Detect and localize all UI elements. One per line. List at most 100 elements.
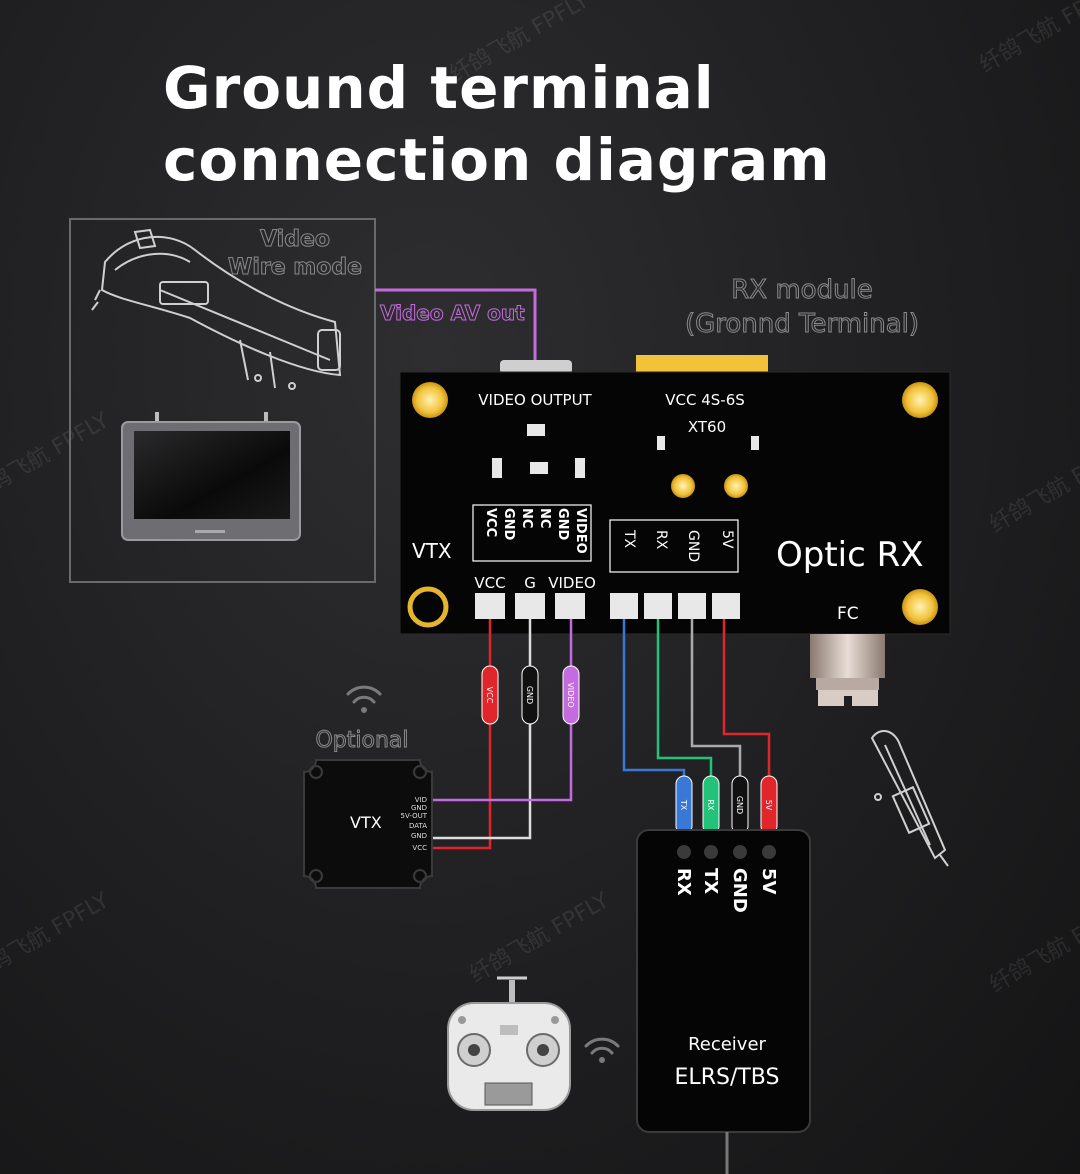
vtx-port-labels: VCC G VIDEO bbox=[474, 574, 595, 592]
vtx-header-pin-label: NC bbox=[519, 508, 534, 528]
fc-label: FC bbox=[837, 604, 859, 624]
vtx-gnd-port bbox=[515, 593, 545, 619]
vtx-module-pin-label: VID bbox=[415, 796, 427, 804]
xt60-pad bbox=[671, 474, 695, 498]
vtx-module-pin-label: GND bbox=[411, 804, 427, 812]
fc-header-pin-label: 5V bbox=[719, 530, 735, 549]
rx-wire-tag-label: GND bbox=[735, 796, 744, 814]
xt60-pad bbox=[724, 474, 748, 498]
fiber-plug-icon bbox=[870, 729, 949, 867]
receiver-pin-label: 5V bbox=[758, 868, 779, 895]
video-av-out-wire bbox=[375, 288, 537, 370]
smd-component bbox=[751, 436, 759, 450]
radio-transmitter-icon bbox=[447, 976, 571, 1111]
vtx-header-pin-label: GND bbox=[501, 508, 516, 541]
goggles-icon bbox=[91, 228, 342, 390]
rx-wire-tag-label: TX bbox=[679, 799, 688, 811]
fc-rx-port bbox=[644, 593, 672, 619]
fiber-connector-icon bbox=[810, 634, 885, 706]
goggles-panel: Video Wire mode bbox=[69, 218, 376, 583]
smd-component bbox=[492, 458, 502, 478]
mount-hole bbox=[902, 382, 938, 418]
rx-wire-tag-label: 5V bbox=[764, 800, 773, 811]
receiver-pin-pad bbox=[677, 845, 691, 859]
fc-5v-port bbox=[712, 593, 740, 619]
receiver-label-1: Receiver bbox=[688, 1034, 766, 1055]
video-mode-line-2: Wire mode bbox=[228, 255, 362, 280]
fc-tx-port bbox=[610, 593, 638, 619]
mount-hole bbox=[412, 382, 448, 418]
receiver-pin-pad bbox=[704, 845, 718, 859]
rx-module-label-2: (Gronnd Terminal) bbox=[685, 309, 919, 339]
vtx-port-label: VCC bbox=[474, 574, 505, 592]
optional-label: Optional bbox=[315, 728, 408, 753]
title-line-2: connection diagram bbox=[163, 126, 831, 194]
rx-wire-tags: TX RX GND 5V bbox=[675, 775, 778, 835]
video-av-out-label: Video AV out bbox=[380, 301, 525, 325]
mount-hole bbox=[407, 586, 449, 628]
fc-gnd-port bbox=[678, 593, 706, 619]
vtx-wires bbox=[410, 619, 573, 850]
vtx-video-port bbox=[555, 593, 585, 619]
vtx-wire-tag-label: VIDEO bbox=[566, 682, 575, 707]
monitor-icon bbox=[121, 412, 301, 541]
vtx-header-pin-label: GND bbox=[555, 508, 570, 541]
fc-header-box bbox=[609, 519, 739, 573]
video-mode-line-1: Video bbox=[260, 227, 330, 252]
wifi-icon bbox=[584, 1037, 620, 1063]
page-title: Ground terminal connection diagram bbox=[163, 52, 831, 196]
title-line-1: Ground terminal bbox=[163, 54, 715, 122]
vtx-vcc-port bbox=[475, 593, 505, 619]
vtx-port-label: G bbox=[524, 574, 536, 592]
vcc-label: VCC 4S-6S bbox=[665, 391, 745, 409]
rx-module-label-1: RX module bbox=[731, 275, 873, 305]
vtx-module-name: VTX bbox=[350, 813, 382, 832]
fc-header-pin-label: TX bbox=[621, 529, 637, 549]
fc-header-pin-label: RX bbox=[653, 530, 669, 550]
vtx-wire-tag bbox=[562, 665, 580, 725]
vtx-module-pin-label: DATA bbox=[409, 822, 427, 830]
vtx-port-label: VIDEO bbox=[548, 574, 596, 592]
rx-wire-tag-label: RX bbox=[706, 799, 715, 811]
goggles-panel-frame bbox=[69, 218, 376, 583]
receiver-pin-label: RX bbox=[673, 868, 694, 896]
board-name: Optic RX bbox=[776, 535, 924, 575]
smd-component bbox=[530, 462, 548, 474]
vtx-wire-tag bbox=[521, 665, 539, 725]
wifi-icon bbox=[346, 685, 382, 713]
vtx-header-box bbox=[472, 504, 592, 562]
receiver-label-2: ELRS/TBS bbox=[675, 1065, 780, 1090]
receiver-pin-pad bbox=[733, 845, 747, 859]
vtx-wire-tag-label: GND bbox=[525, 686, 534, 704]
smd-component bbox=[575, 458, 585, 478]
video-output-label: VIDEO OUTPUT bbox=[478, 391, 592, 409]
vtx-module-pin-label: VCC bbox=[412, 844, 427, 852]
xt60-label: XT60 bbox=[688, 418, 726, 436]
vtx-wire-tag-label: VCC bbox=[485, 687, 494, 704]
xt60-cable-connector bbox=[636, 355, 768, 373]
fc-header-pin-label: GND bbox=[685, 530, 701, 562]
fc-header-pins: TX RX GND 5V bbox=[621, 529, 735, 562]
vtx-module-pin-label: GND bbox=[411, 832, 427, 840]
receiver-pin-label: GND bbox=[729, 868, 750, 913]
receiver-pin-pad bbox=[762, 845, 776, 859]
smd-component bbox=[527, 424, 545, 436]
vtx-wire-tag bbox=[481, 665, 499, 725]
mount-hole bbox=[902, 589, 938, 625]
vtx-header-pin-label: VIDEO bbox=[573, 508, 588, 554]
vtx-module-pin-label: 5V-OUT bbox=[401, 812, 428, 820]
vtx-label: VTX bbox=[412, 539, 452, 563]
vtx-header-pin-label: VCC bbox=[483, 508, 498, 537]
vtx-header-pin-label: NC bbox=[537, 508, 552, 528]
av-connector bbox=[500, 360, 572, 374]
receiver-pin-label: TX bbox=[700, 868, 721, 894]
smd-component bbox=[657, 436, 665, 450]
vtx-wire-tags: VCC GND VIDEO bbox=[481, 665, 580, 725]
